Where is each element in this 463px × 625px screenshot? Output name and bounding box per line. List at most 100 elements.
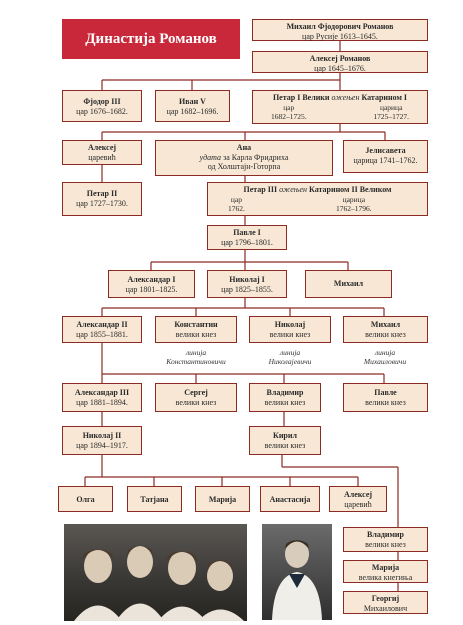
person-pavle-i: Павле I цар 1796–1801. <box>207 225 287 250</box>
person-name: Николај <box>274 320 306 329</box>
person-konstantin: Константин велики кнез <box>155 316 237 343</box>
person-title: царица 1741–1762. <box>353 155 418 165</box>
person-name: Петар II <box>86 189 118 198</box>
person-nikolaj-ii: Николај II цар 1894–1917. <box>62 426 142 455</box>
person-mihail-vk: Михаил велики кнез <box>343 316 428 343</box>
person-title: цар 1676–1682. <box>76 106 128 116</box>
person-name: Александар I <box>127 275 176 284</box>
person-title: велики кнез <box>175 329 217 339</box>
person-vladimir-kirilovich: Владимир велики кнез <box>343 527 428 552</box>
person-ivan-v: Иван V цар 1682–1696. <box>155 90 230 122</box>
petar-i-name: Петар I Велики <box>272 93 330 102</box>
person-title: велики кнез <box>175 397 217 407</box>
petar-iii-years: 1762. <box>228 204 245 213</box>
person-title: царевић <box>344 499 372 509</box>
petar-iii-married: ожењен <box>279 185 307 194</box>
person-petar-iii: Петар III ожењен Катарином II Великом ца… <box>207 182 428 216</box>
person-name: Георгиј <box>371 594 400 603</box>
petar-i-married: ожењен <box>331 93 360 102</box>
person-title: велики кнез <box>365 539 406 549</box>
person-name: Фјодор III <box>83 97 121 106</box>
ana-married: удата <box>199 152 222 162</box>
petar-i-reign: цар 1682–1725. <box>271 103 307 121</box>
person-pavle-vk: Павле велики кнез <box>343 383 428 412</box>
lineage-name: Михаиловичи <box>363 357 407 366</box>
person-anastasija: Анастасија <box>260 486 320 512</box>
person-name: Анастасија <box>269 495 311 504</box>
ana-rest: за Карла Фридриха <box>221 152 289 162</box>
person-aleksej-tsarevich: Алексеј царевић <box>329 486 387 512</box>
person-name: Петар III ожењен Катарином II Великом <box>208 185 427 195</box>
person-name: Петар I Велики ожењен Катарином I <box>253 93 427 103</box>
person-title: велики кнез <box>264 440 306 450</box>
petar-i-title: цар <box>283 103 295 112</box>
katarina-ii-years: 1762–1796. <box>336 204 372 213</box>
katarina-i-years: 1725–1727. <box>373 112 409 121</box>
lineage-note-nikolaj: линија Николајевичи <box>246 348 334 366</box>
person-title: цар 1796–1801. <box>221 237 273 247</box>
person-title: велики кнез <box>365 329 406 339</box>
person-kiril: Кирил велики кнез <box>249 426 321 455</box>
person-title: Михаилович <box>363 603 408 613</box>
person-title: цар 1645–1676. <box>314 63 366 73</box>
person-name: Владимир <box>266 388 304 397</box>
person-nikolaj-vk: Николај велики кнез <box>249 316 331 343</box>
person-sergej: Сергеј велики кнез <box>155 383 237 412</box>
lineage-word: линија <box>374 348 396 357</box>
lineage-note-mihail: линија Михаиловичи <box>341 348 429 366</box>
person-name: Михаил <box>370 320 401 329</box>
person-name: Алексеј <box>343 490 373 499</box>
lineage-name: Николајевичи <box>268 357 312 366</box>
person-name: Константин <box>174 320 218 329</box>
petar-i-spouse: Катарином I <box>361 93 408 102</box>
person-title: цар 1825–1855. <box>221 284 273 294</box>
person-title: цар 1682–1696. <box>166 106 219 116</box>
person-title: цар 1881–1894. <box>76 397 128 407</box>
person-title: цар Русије 1613–1645. <box>302 31 378 41</box>
petar-iii-name: Петар III <box>243 185 278 194</box>
ana-line2: од Холштајн-Готорпа <box>207 162 281 171</box>
person-title: велики кнез <box>264 397 306 407</box>
person-mihail-fedorovich: Михаил Фјодорович Романов цар Русије 161… <box>252 19 428 41</box>
photo-grand-duchesses <box>64 524 247 621</box>
lineage-note-konstantin: линија Константиновичи <box>152 348 240 366</box>
katarina-ii-reign: царица 1762–1796. <box>336 195 372 213</box>
person-title: царевић <box>88 152 116 162</box>
person-name: Николај I <box>229 275 265 284</box>
person-fjodor-iii: Фјодор III цар 1676–1682. <box>62 90 142 122</box>
person-name: Марија <box>208 495 237 504</box>
person-tatjana: Татјана <box>127 486 182 512</box>
person-vladimir: Владимир велики кнез <box>249 383 321 412</box>
person-title: велики кнез <box>269 329 311 339</box>
person-aleksej-carevich: Алексеј царевић <box>62 140 142 165</box>
petar-iii-reign: цар 1762. <box>228 195 245 213</box>
katarina-ii-title: царица <box>342 195 366 204</box>
person-name: Михаил Фјодорович Романов <box>286 22 394 31</box>
person-title: велика кнегиња <box>358 572 413 582</box>
person-title: велики кнез <box>365 397 406 407</box>
photo-figures <box>74 545 244 621</box>
lineage-name: Константиновичи <box>166 357 226 366</box>
person-name: Алексеј <box>87 143 117 152</box>
person-name: Татјана <box>140 495 169 504</box>
person-name: Александар III <box>74 388 130 397</box>
person-georgij: Георгиј Михаилович <box>343 591 428 614</box>
katarina-i-reign: царица 1725–1727. <box>373 103 409 121</box>
person-name: Павле <box>374 388 397 397</box>
person-name: Сергеј <box>184 388 208 397</box>
person-aleksandar-ii: Александар II цар 1855–1881. <box>62 316 142 343</box>
photo-tsarevich <box>262 524 332 620</box>
person-title: цар 1727–1730. <box>76 198 128 208</box>
photo-boy-figure <box>272 540 322 620</box>
petar-iii-title: цар <box>230 195 242 204</box>
person-title: цар 1855–1881. <box>76 329 128 339</box>
dynasty-title: Династија Романов <box>62 19 240 59</box>
person-name: Иван V <box>179 97 206 106</box>
person-name: Марија <box>371 563 400 572</box>
person-name: Владимир <box>367 530 404 539</box>
person-title: цар 1894–1917. <box>76 440 128 450</box>
person-name: Олга <box>76 495 95 504</box>
person-ana: Ана удата за Карла Фридриха од Холштајн-… <box>155 140 333 176</box>
petar-iii-spouse: Катарином II Великом <box>309 185 392 194</box>
